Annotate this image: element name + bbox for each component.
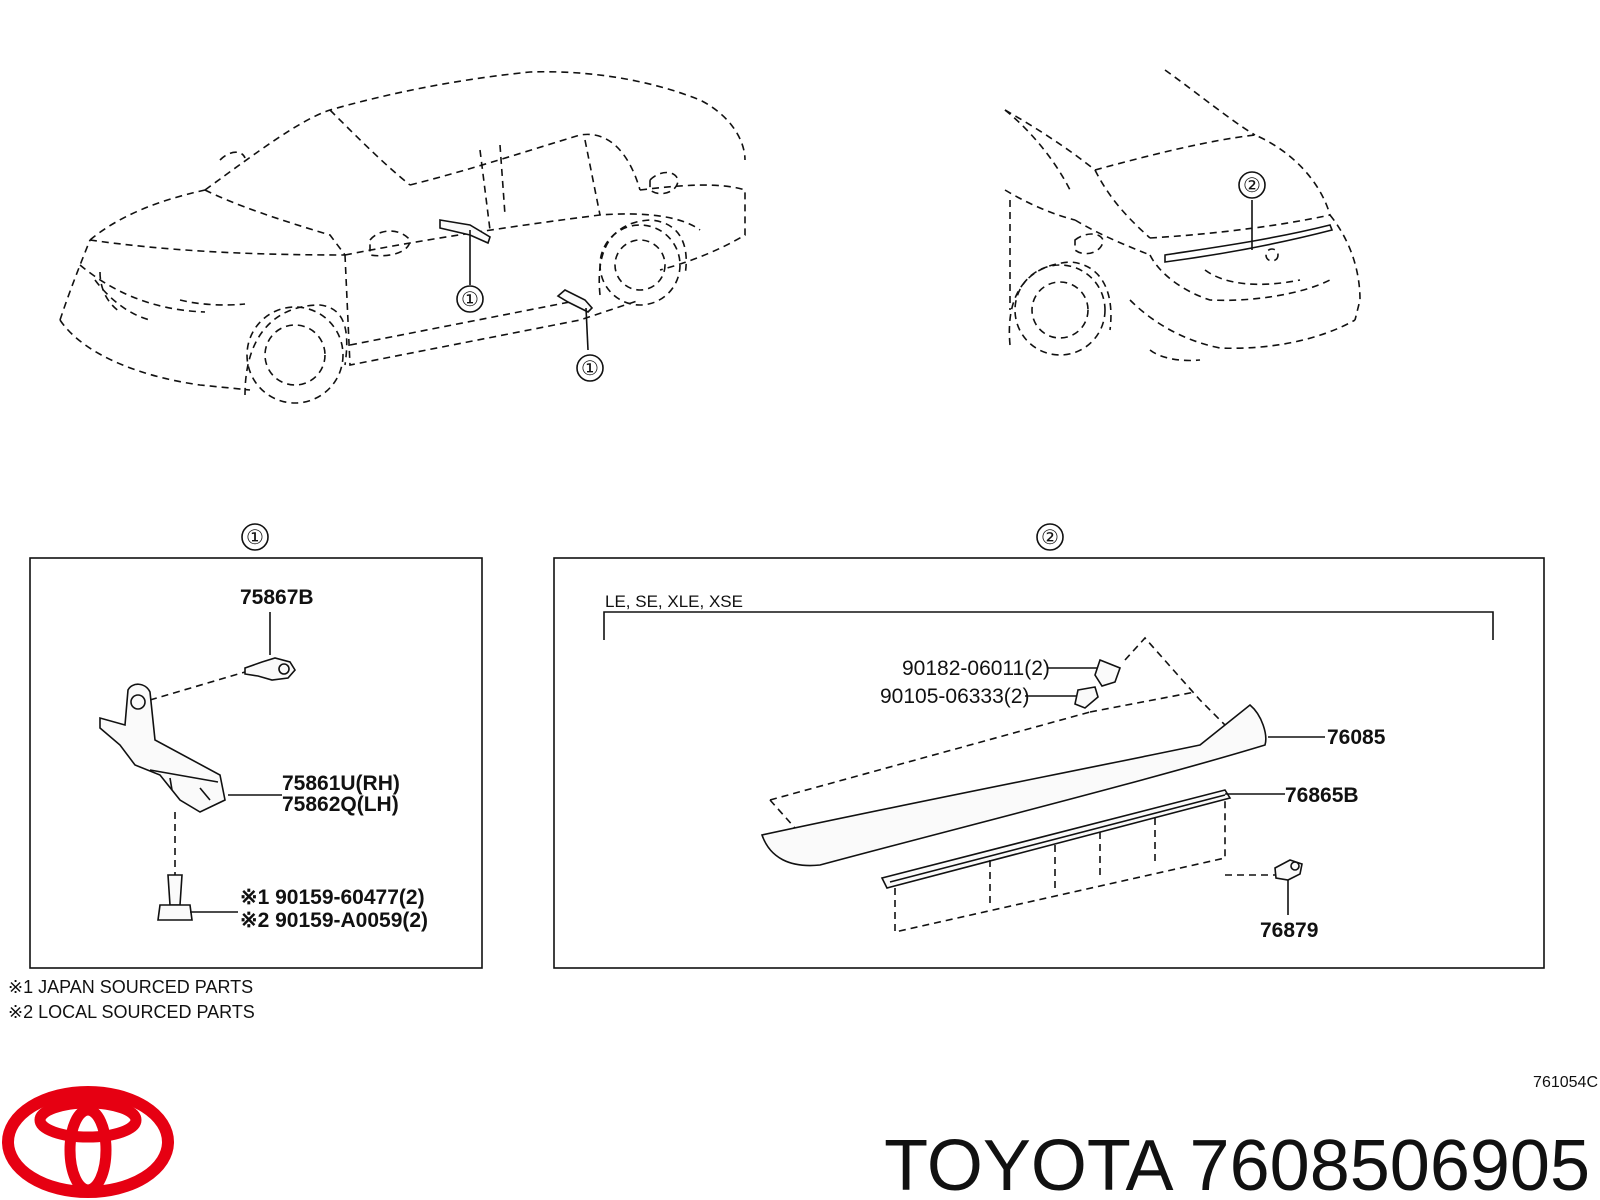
label-bolt-japan: ※1 90159-60477(2)	[240, 886, 425, 909]
panel-1-door-bracket: ① 75867B 75861U(RH) 75862Q(LH) ※1 90159-…	[29, 523, 483, 969]
grade-label: LE, SE, XLE, XSE	[605, 592, 743, 611]
diagram-code: 761054C	[1533, 1074, 1598, 1091]
label-90105-06333: 90105-06333(2)	[880, 685, 1029, 708]
panel-2-frame	[553, 557, 1545, 969]
label-75862Q-LH: 75862Q(LH)	[282, 793, 399, 816]
panel-2-rear-spoiler: ② LE, SE, XLE, XSE 90182-06011(2) 90105-…	[553, 523, 1545, 969]
note-japan-sourced: ※1 JAPAN SOURCED PARTS	[8, 977, 253, 997]
panel-2-title: ②	[1041, 527, 1059, 549]
callout-1-door-rear: ①	[581, 358, 599, 380]
label-75861U-RH: 75861U(RH)	[282, 772, 400, 795]
callout-2-trunk: ②	[1243, 175, 1261, 197]
toyota-logo	[2, 1086, 174, 1198]
panel-1-frame	[29, 557, 483, 969]
car-front-view-illustration: ① ①	[59, 70, 746, 404]
car-rear-view-illustration: ②	[1004, 69, 1361, 362]
panel-1-title: ①	[246, 527, 264, 549]
callout-1-door-front: ①	[461, 289, 479, 311]
brand-part-number: TOYOTA 7608506905	[884, 1126, 1590, 1200]
spoiler-shape	[760, 703, 1267, 867]
label-76879: 76879	[1260, 919, 1318, 942]
label-bolt-local: ※2 90159-A0059(2)	[240, 909, 428, 932]
label-90182-06011: 90182-06011(2)	[902, 657, 1050, 680]
note-local-sourced: ※2 LOCAL SOURCED PARTS	[8, 1002, 255, 1022]
label-76085: 76085	[1327, 726, 1386, 749]
label-75867B: 75867B	[240, 586, 314, 609]
label-76865B: 76865B	[1285, 784, 1359, 807]
grade-bracket	[603, 611, 1494, 640]
